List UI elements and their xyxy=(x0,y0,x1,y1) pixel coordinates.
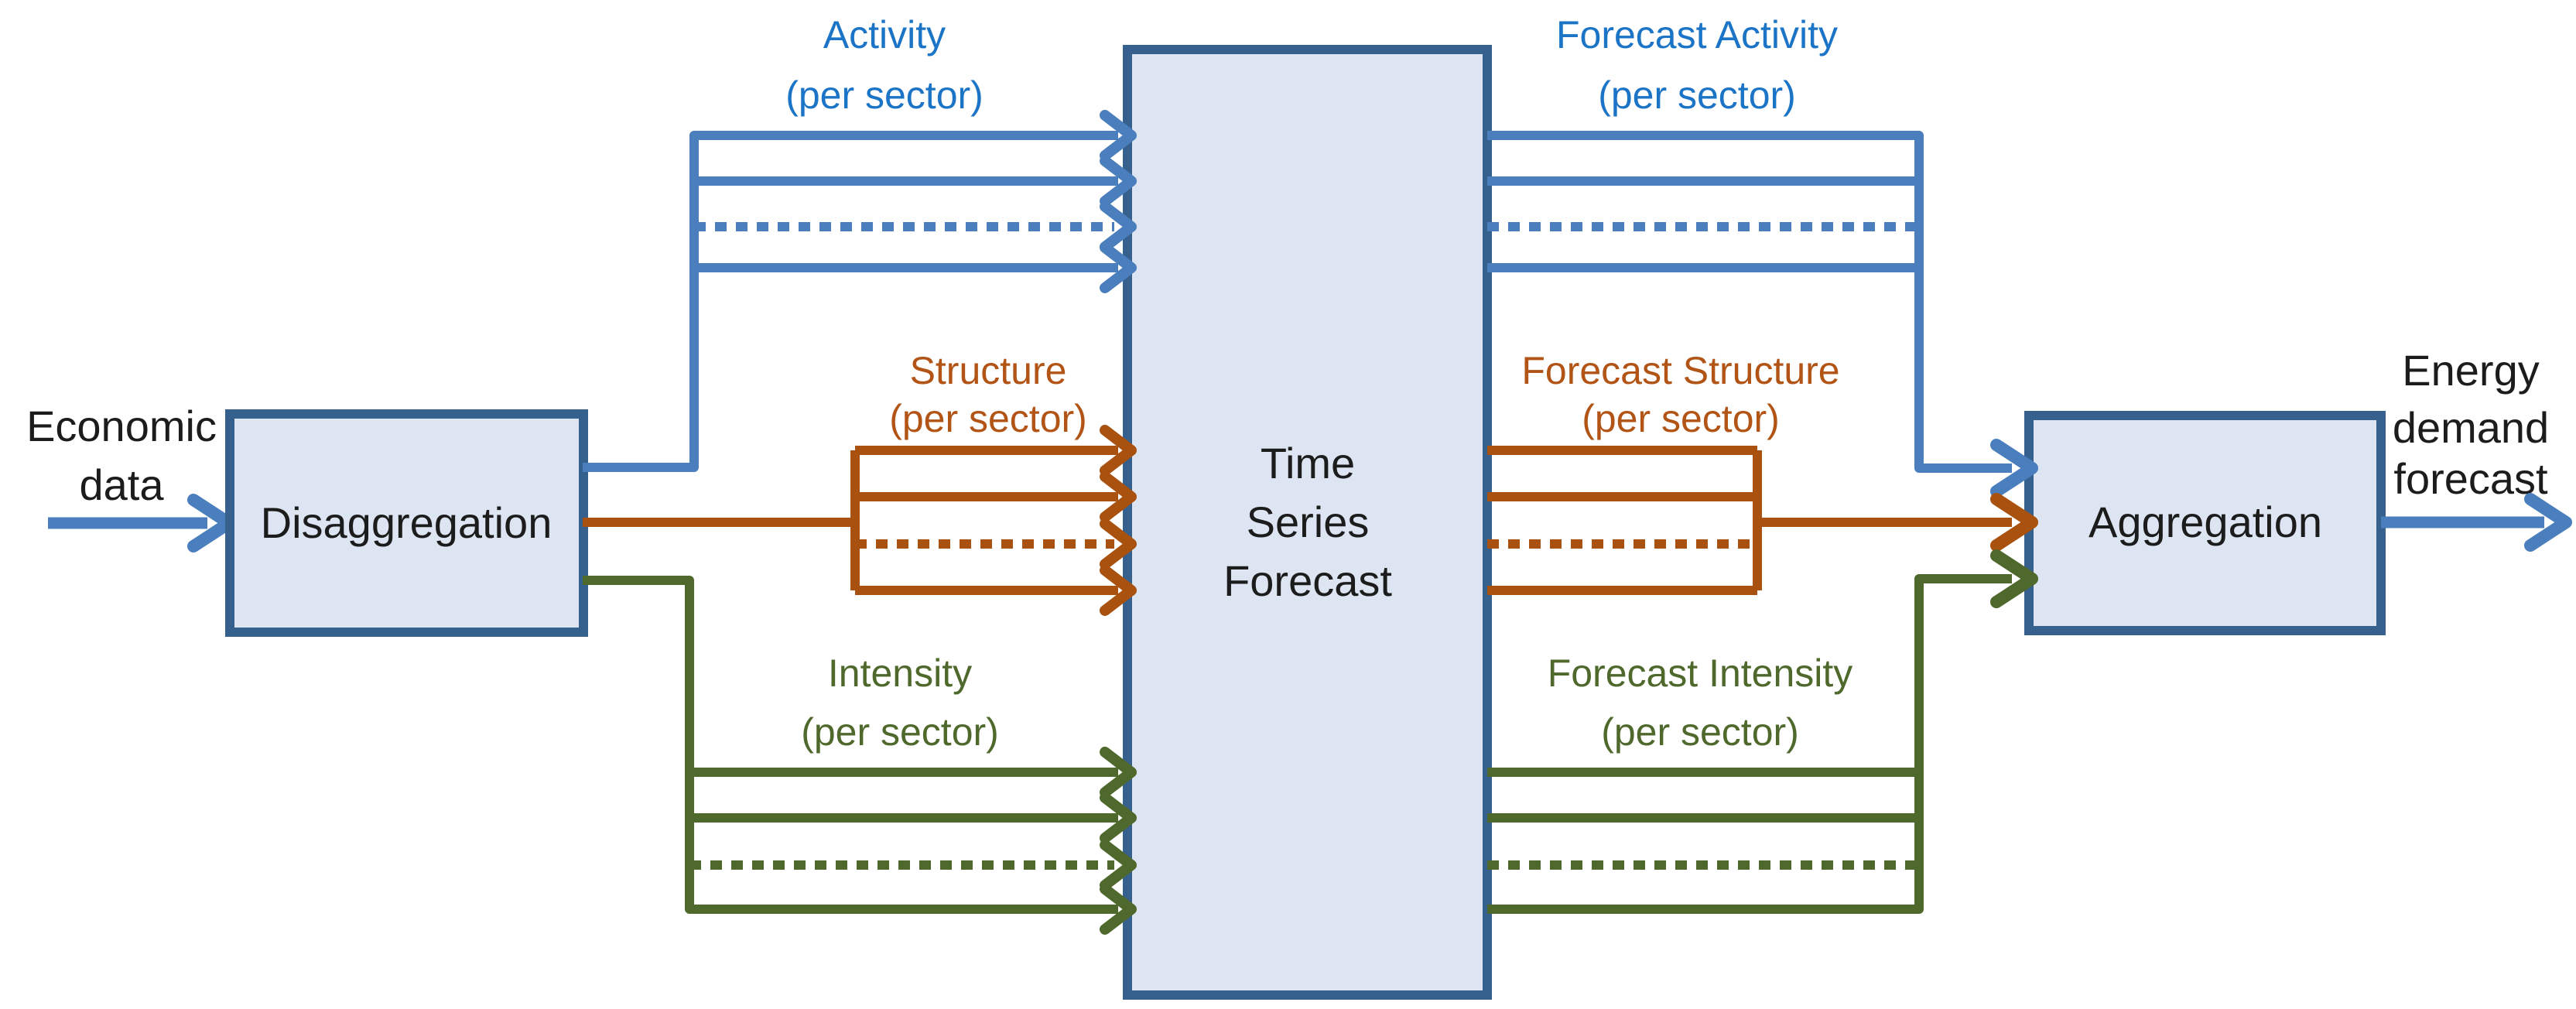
time-series-forecast-label-line2: Series xyxy=(1247,498,1370,546)
intensity-label-line2: (per sector) xyxy=(801,710,999,754)
forecast-structure-flow-group: Forecast Structure (per sector) xyxy=(1487,349,2032,595)
economic-data-label-line1: Economic xyxy=(26,402,217,450)
forecast-intensity-flow-group: Forecast Intensity (per sector) xyxy=(1487,556,2032,914)
forecast-intensity-branch-4-and-merge xyxy=(1487,574,2012,914)
economic-data-input: Economic data xyxy=(26,402,229,546)
structure-label-line2: (per sector) xyxy=(889,397,1087,440)
structure-label-line1: Structure xyxy=(910,349,1067,392)
forecast-intensity-label-line2: (per sector) xyxy=(1601,710,1799,754)
forecast-activity-label-line1: Forecast Activity xyxy=(1556,13,1838,56)
activity-flow-group: Activity (per sector) xyxy=(583,13,1131,472)
aggregation-label: Aggregation xyxy=(2089,498,2322,546)
forecast-activity-branch-1-and-merge xyxy=(1487,131,2012,473)
forecast-activity-flow-group: Forecast Activity (per sector) xyxy=(1487,13,2032,491)
forecast-activity-label-line2: (per sector) xyxy=(1598,74,1796,117)
activity-feed-and-branch-1 xyxy=(583,131,1118,472)
intensity-feed-and-branch-4 xyxy=(583,576,1118,914)
aggregation-node: Aggregation xyxy=(2024,411,2386,635)
time-series-forecast-box xyxy=(1123,45,1492,1000)
activity-label-line2: (per sector) xyxy=(785,74,984,117)
time-series-forecast-label-line3: Forecast xyxy=(1223,556,1392,605)
forecast-structure-label-line1: Forecast Structure xyxy=(1521,349,1839,392)
activity-label-line1: Activity xyxy=(823,13,946,56)
energy-demand-forecast-output: Energy demand forecast xyxy=(2381,346,2566,546)
time-series-forecast-node: Time Series Forecast xyxy=(1123,45,1492,1000)
disaggregation-node: Disaggregation xyxy=(225,409,588,637)
energy-demand-label-line2: demand xyxy=(2393,403,2549,452)
forecast-intensity-label-line1: Forecast Intensity xyxy=(1548,652,1853,695)
structure-flow-group: Structure (per sector) xyxy=(583,349,1131,611)
time-series-forecast-label-line1: Time xyxy=(1261,439,1355,487)
energy-demand-label-line3: forecast xyxy=(2393,454,2548,503)
economic-data-label-line2: data xyxy=(80,460,165,509)
forecast-structure-label-line2: (per sector) xyxy=(1582,397,1780,440)
intensity-flow-group: Intensity (per sector) xyxy=(583,576,1131,929)
intensity-label-line1: Intensity xyxy=(828,652,972,695)
disaggregation-label: Disaggregation xyxy=(261,498,552,547)
energy-demand-label-line1: Energy xyxy=(2402,346,2539,395)
